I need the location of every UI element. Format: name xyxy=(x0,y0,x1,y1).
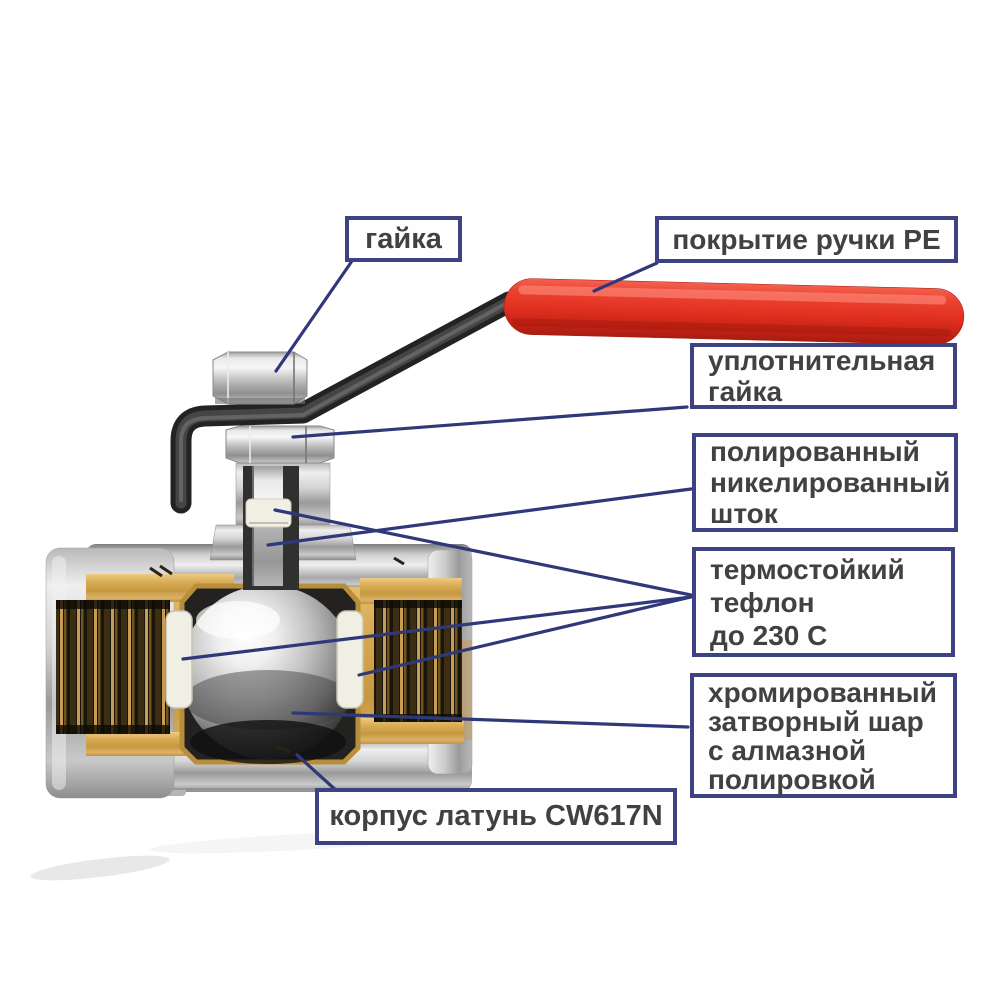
valve-handle-bar xyxy=(170,291,520,514)
label-packing-nut-text: уплотнительная гайка xyxy=(708,345,936,407)
label-body-text: корпус латунь CW617N xyxy=(329,800,663,832)
label-nut-text: гайка xyxy=(365,222,442,255)
leader-handle-coating xyxy=(592,261,659,293)
leader-stem xyxy=(266,487,693,547)
label-stem: полированный никелированный шток xyxy=(692,433,958,532)
label-body: корпус латунь CW617N xyxy=(315,788,677,845)
brass-band-right-top xyxy=(360,578,462,604)
label-ball-text: хромированный затворный шар с алмазной п… xyxy=(708,676,937,795)
valve-body xyxy=(45,544,473,799)
valve-handle-grip xyxy=(503,278,965,345)
leader-teflon-right-seat xyxy=(357,595,693,677)
label-packing-nut: уплотнительная гайка xyxy=(690,343,957,409)
label-stem-text: полированный никелированный шток xyxy=(710,436,951,529)
right-ball-seat xyxy=(336,610,364,709)
callout-lines xyxy=(181,259,693,794)
brass-band-right-bottom xyxy=(358,718,464,744)
packing-nut xyxy=(225,425,335,464)
label-nut: гайка xyxy=(345,216,462,262)
leader-ball xyxy=(291,711,690,729)
label-ball: хромированный затворный шар с алмазной п… xyxy=(690,673,957,798)
left-thread-port xyxy=(56,600,170,734)
leader-packing-nut xyxy=(291,405,689,439)
stem-assembly xyxy=(209,351,357,590)
label-handle-coating: покрытие ручки PE xyxy=(655,216,958,263)
leader-body xyxy=(295,753,340,794)
label-teflon: термостойкий тефлон до 230 C xyxy=(692,547,955,657)
leader-teflon-left-seat xyxy=(181,595,693,661)
leader-teflon-stem-seal xyxy=(273,508,693,597)
leader-nut xyxy=(274,259,354,373)
label-teflon-text: термостойкий тефлон до 230 C xyxy=(710,553,905,651)
label-handle-coating-text: покрытие ручки PE xyxy=(672,223,941,255)
